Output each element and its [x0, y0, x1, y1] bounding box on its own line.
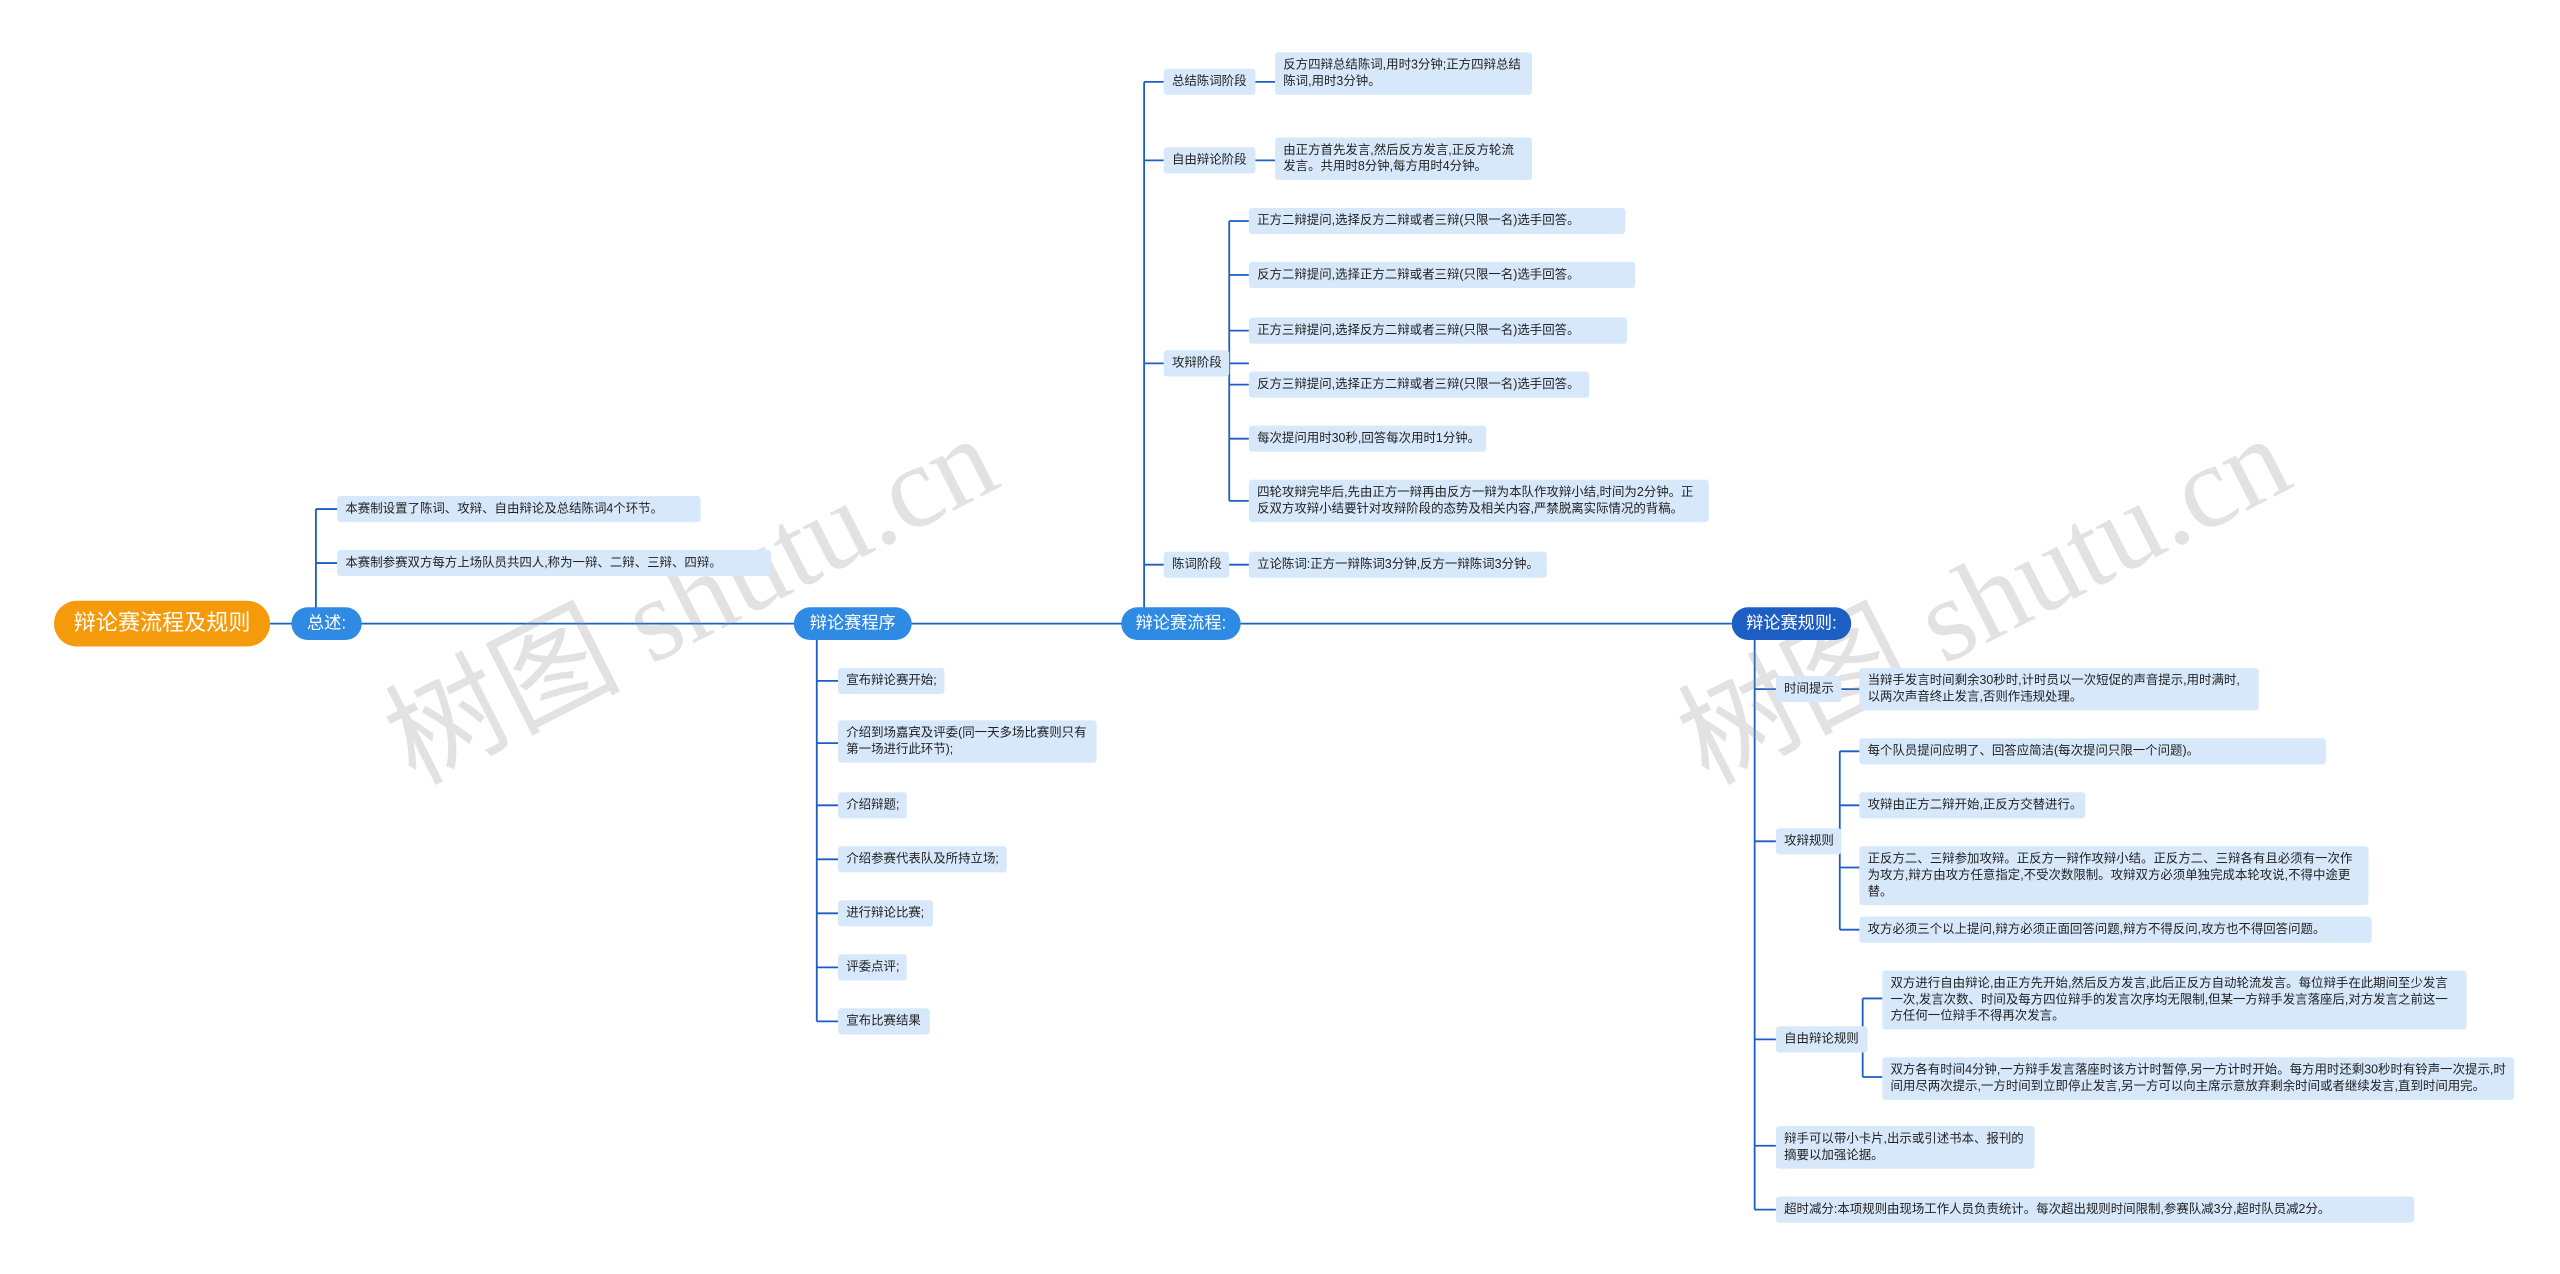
flow-stage-item[interactable]: 立论陈词:正方一辩陈词3分钟,反方一辩陈词3分钟。 [1248, 551, 1547, 578]
rules-group-attack[interactable]: 攻辩规则 [1775, 828, 1843, 855]
flow-stage-item[interactable]: 正方三辩提问,选择反方二辩或者三辩(只限一名)选手回答。 [1248, 317, 1627, 344]
flow-stage-item[interactable]: 反方二辩提问,选择正方二辩或者三辩(只限一名)选手回答。 [1248, 261, 1636, 289]
flow-stage-item[interactable]: 四轮攻辩完毕后,先由正方一辩再由反方一辩为本队作攻辩小结,时间为2分钟。正反双方… [1248, 479, 1709, 523]
flow-stage-attack[interactable]: 攻辩阶段 [1163, 350, 1230, 377]
flow-stage-summary[interactable]: 总结陈词阶段 [1163, 68, 1255, 95]
flow-stage-item[interactable]: 由正方首先发言,然后反方发言,正反方轮流发言。共用时8分钟,每方用时4分钟。 [1275, 137, 1533, 181]
procedure-node[interactable]: 辩论赛程序 [793, 607, 912, 640]
overview-item[interactable]: 本赛制设置了陈词、攻辩、自由辩论及总结陈词4个环节。 [337, 495, 701, 523]
rules-extra-item[interactable]: 超时减分:本项规则由现场工作人员负责统计。每次超出规则时间限制,参赛队减3分,超… [1775, 1196, 2415, 1223]
flow-stage-item[interactable]: 每次提问用时30秒,回答每次用时1分钟。 [1248, 425, 1487, 452]
overview-node[interactable]: 总述: [291, 607, 362, 640]
root-node[interactable]: 辩论赛流程及规则 [54, 600, 271, 647]
rules-item[interactable]: 正反方二、三辩参加攻辩。正反方一辩作攻辩小结。正反方二、三辩各有且必须有一次作为… [1859, 846, 2369, 906]
rules-item[interactable]: 每个队员提问应明了、回答应简洁(每次提问只限一个问题)。 [1859, 738, 2326, 765]
flow-stage-item[interactable]: 反方三辩提问,选择正方二辩或者三辩(只限一名)选手回答。 [1248, 371, 1590, 398]
flow-stage-opening[interactable]: 陈词阶段 [1163, 551, 1230, 578]
rules-item[interactable]: 当辩手发言时间剩余30秒时,计时员以一次短促的声音提示,用时满时,以两次声音终止… [1859, 667, 2259, 711]
rules-item[interactable]: 双方各有时间4分钟,一方辩手发言落座时该方计时暂停,另一方计时开始。每方用时还剩… [1882, 1057, 2515, 1100]
rules-group-time[interactable]: 时间提示 [1775, 675, 1843, 703]
procedure-item[interactable]: 介绍参赛代表队及所持立场; [838, 846, 1008, 873]
procedure-item[interactable]: 进行辩论比赛; [838, 900, 933, 927]
flow-stage-item[interactable]: 正方二辩提问,选择反方二辩或者三辩(只限一名)选手回答。 [1248, 207, 1626, 235]
procedure-item[interactable]: 评委点评; [838, 954, 908, 981]
rules-node[interactable]: 辩论赛规则: [1731, 607, 1852, 640]
rules-group-free[interactable]: 自由辩论规则 [1775, 1026, 1867, 1053]
procedure-item[interactable]: 介绍辩题; [838, 792, 908, 819]
procedure-item[interactable]: 宣布辩论赛开始; [838, 667, 945, 695]
flow-node[interactable]: 辩论赛流程: [1121, 607, 1241, 640]
flow-stage-free[interactable]: 自由辩论阶段 [1163, 147, 1255, 174]
rules-extra-item[interactable]: 辩手可以带小卡片,出示或引述书本、报刊的摘要以加强论据。 [1775, 1126, 2035, 1169]
flow-stage-item[interactable]: 反方四辩总结陈词,用时3分钟;正方四辩总结陈词,用时3分钟。 [1275, 52, 1533, 95]
overview-item[interactable]: 本赛制参赛双方每方上场队员共四人,称为一辩、二辩、三辩、四辩。 [337, 549, 771, 577]
rules-item[interactable]: 攻辩由正方二辩开始,正反方交替进行。 [1859, 792, 2086, 819]
procedure-item[interactable]: 宣布比赛结果 [838, 1008, 929, 1035]
rules-item[interactable]: 攻方必须三个以上提问,辩方必须正面回答问题,辩方不得反问,攻方也不得回答问题。 [1859, 916, 2372, 943]
procedure-item[interactable]: 介绍到场嘉宾及评委(同一天多场比赛则只有第一场进行此环节); [838, 720, 1097, 763]
rules-item[interactable]: 双方进行自由辩论,由正方先开始,然后反方发言,此后正反方自动轮流发言。每位辩手在… [1882, 970, 2467, 1030]
